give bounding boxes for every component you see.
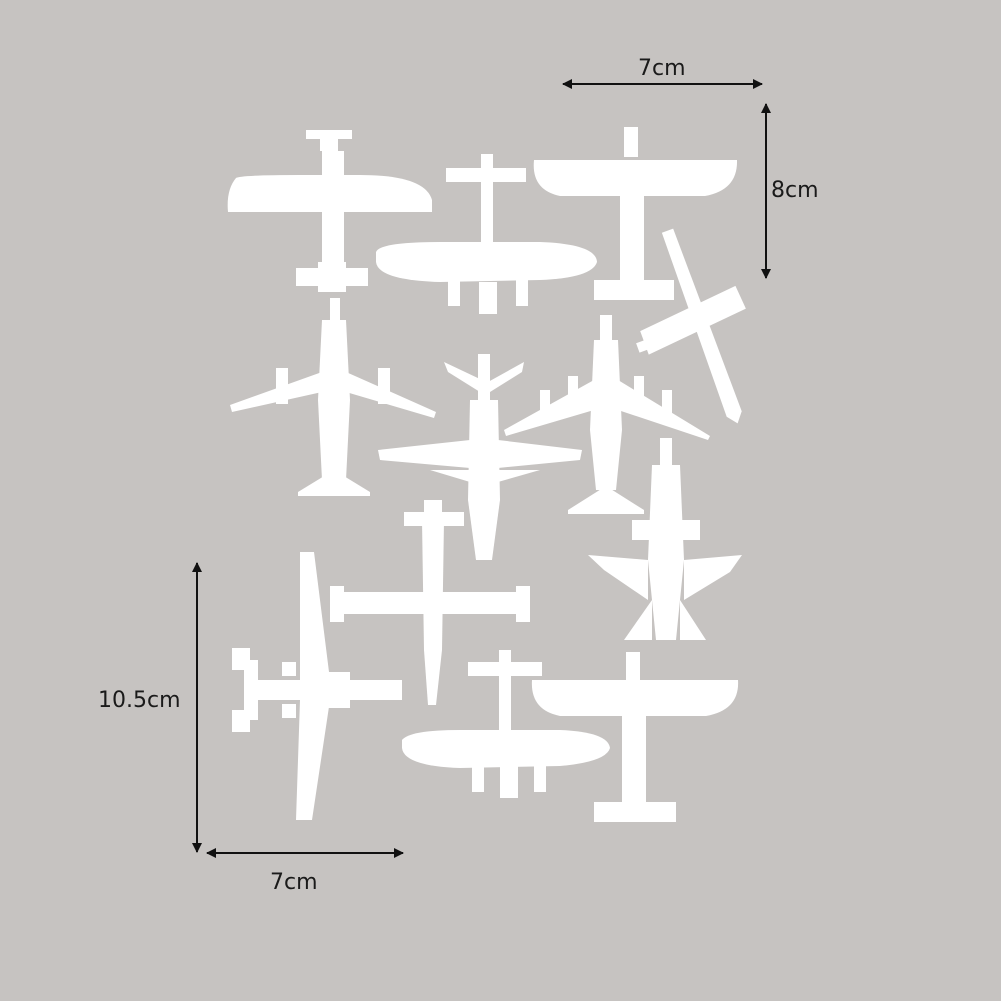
airliner-plane-icon — [230, 298, 436, 496]
fighter-plane-icon — [533, 127, 738, 300]
bottom-width-label: 7cm — [270, 870, 318, 895]
top-height-label: 8cm — [771, 178, 819, 203]
bomber-plane-icon — [376, 154, 597, 314]
propeller-plane-icon — [227, 130, 432, 292]
bomber-plane-icon — [402, 650, 610, 798]
fighter-plane-icon — [531, 652, 739, 822]
bottom-height-label: 10.5cm — [98, 688, 181, 713]
transport-plane-icon — [232, 552, 402, 820]
quad-jet-plane-icon — [504, 315, 710, 514]
tiltrotor-plane-icon — [330, 500, 530, 705]
glider-plane-icon — [636, 228, 746, 424]
delta-jet-plane-icon — [588, 438, 742, 640]
top-width-label: 7cm — [638, 56, 686, 81]
swept-jet-plane-icon — [378, 354, 582, 560]
